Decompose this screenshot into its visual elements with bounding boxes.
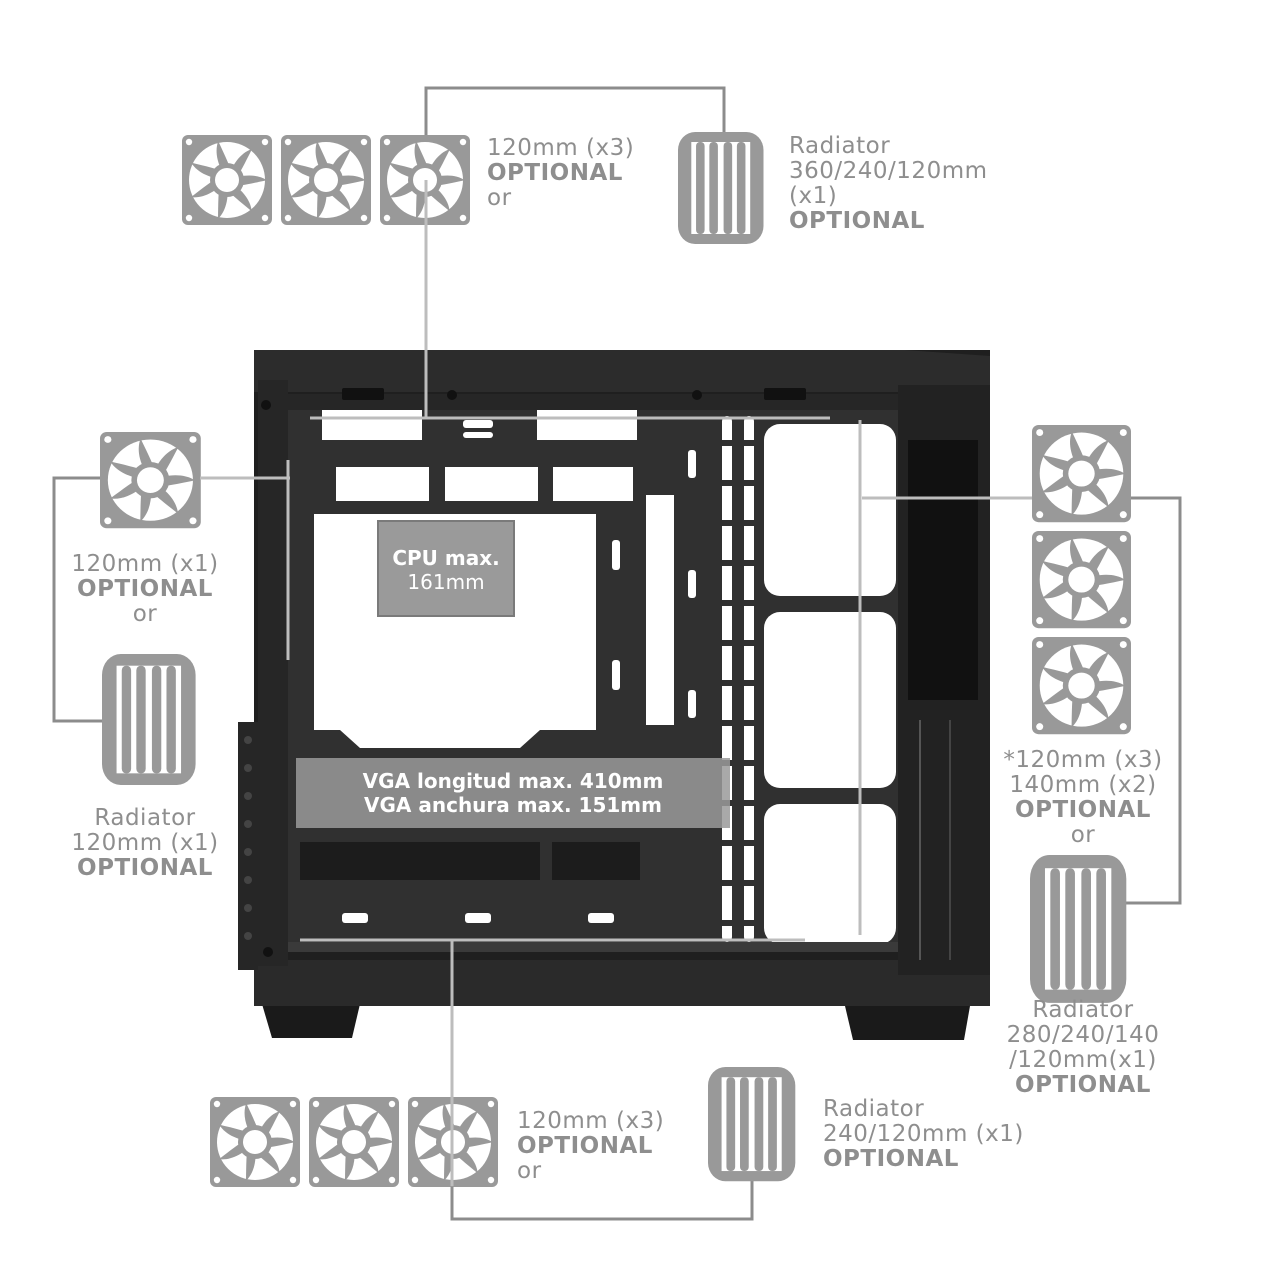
right-radiator-label: Radiator 280/240/140 /120mm(x1) OPTIONAL bbox=[990, 998, 1176, 1098]
right-fan-or: or bbox=[1070, 822, 1096, 848]
fan-icon bbox=[281, 135, 371, 225]
cpu-label-line1: CPU max. bbox=[392, 546, 500, 570]
bottom-fan-optional: OPTIONAL bbox=[517, 1133, 653, 1159]
left-radiator-label: Radiator 120mm (x1) OPTIONAL bbox=[40, 806, 250, 881]
vga-clearance-box bbox=[296, 758, 730, 828]
right-radiator-optional: OPTIONAL bbox=[1015, 1072, 1151, 1098]
right-fan-label: *120mm (x3) 140mm (x2) OPTIONAL or bbox=[990, 748, 1176, 848]
vga-label: VGA longitud max. 410mm VGA anchura max.… bbox=[296, 769, 730, 817]
top-radiator-optional: OPTIONAL bbox=[789, 208, 925, 234]
cpu-label-line2: 161mm bbox=[407, 570, 485, 594]
radiator-icon bbox=[1030, 855, 1127, 1003]
left-fan-label: 120mm (x1) OPTIONAL or bbox=[40, 552, 250, 627]
top-fan-or: or bbox=[487, 185, 512, 211]
bottom-radiator-title: Radiator bbox=[823, 1096, 925, 1122]
cpu-label: CPU max. 161mm bbox=[378, 546, 514, 594]
top-fan-optional: OPTIONAL bbox=[487, 160, 623, 186]
measure-lines bbox=[200, 180, 1032, 1186]
case-foot bbox=[262, 1004, 360, 1038]
radiator-icon bbox=[102, 654, 196, 786]
right-radiator-title: Radiator bbox=[1032, 997, 1134, 1023]
right-radiator-size-2: /120mm(x1) bbox=[1009, 1047, 1157, 1073]
fan-icon bbox=[100, 432, 201, 529]
bottom-radiator-label: Radiator 240/120mm (x1) OPTIONAL bbox=[823, 1097, 1024, 1172]
fan-icon bbox=[309, 1097, 399, 1187]
fan-icon bbox=[1032, 425, 1131, 523]
right-fan-optional: OPTIONAL bbox=[1015, 797, 1151, 823]
right-fan-size-140: 140mm (x2) bbox=[1009, 772, 1157, 798]
radiator-icon bbox=[678, 132, 764, 244]
top-radiator-label: Radiator 360/240/120mm (x1) OPTIONAL bbox=[789, 134, 988, 234]
bottom-fan-label: 120mm (x3) OPTIONAL or bbox=[517, 1109, 664, 1184]
radiator-icon bbox=[708, 1067, 796, 1182]
fan-icon bbox=[182, 135, 272, 225]
fan-icon bbox=[210, 1097, 300, 1187]
left-radiator-title: Radiator bbox=[94, 805, 196, 831]
case-foot bbox=[845, 1006, 970, 1040]
bottom-fan-or: or bbox=[517, 1158, 542, 1184]
fan-icon bbox=[1032, 531, 1131, 629]
top-radiator-title: Radiator bbox=[789, 133, 891, 159]
bottom-radiator-optional: OPTIONAL bbox=[823, 1146, 959, 1172]
bottom-radiator-size: 240/120mm (x1) bbox=[823, 1121, 1024, 1147]
cpu-clearance-box bbox=[377, 520, 515, 617]
right-fan-size-120: *120mm (x3) bbox=[1003, 747, 1163, 773]
left-fan-size: 120mm (x1) bbox=[71, 551, 219, 577]
top-fan-label: 120mm (x3) OPTIONAL or bbox=[487, 136, 634, 211]
left-radiator-optional: OPTIONAL bbox=[77, 855, 213, 881]
fan-icon bbox=[1032, 637, 1131, 735]
vga-width-label: VGA anchura max. 151mm bbox=[364, 793, 662, 817]
top-radiator-count: (x1) bbox=[789, 183, 838, 209]
bottom-fans bbox=[210, 1097, 498, 1187]
bottom-fan-size: 120mm (x3) bbox=[517, 1108, 665, 1134]
vga-length-label: VGA longitud max. 410mm bbox=[362, 769, 664, 793]
left-fan-optional: OPTIONAL bbox=[77, 576, 213, 602]
left-fan-or: or bbox=[132, 601, 158, 627]
left-radiator-size: 120mm (x1) bbox=[71, 830, 219, 856]
top-radiator-size: 360/240/120mm bbox=[789, 158, 988, 184]
connector-lines bbox=[52, 86, 1182, 1221]
pc-case bbox=[238, 350, 990, 1040]
right-radiator-size: 280/240/140 bbox=[1006, 1022, 1160, 1048]
top-fan-size: 120mm (x3) bbox=[487, 135, 635, 161]
